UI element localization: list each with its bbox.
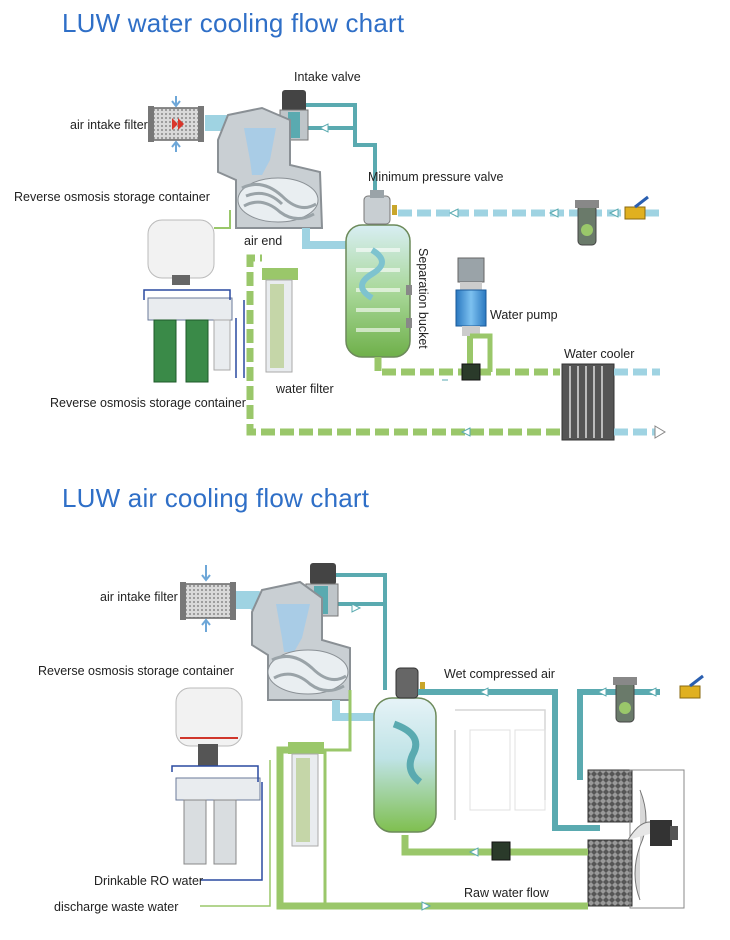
flow-arrows <box>318 123 619 437</box>
compressed-air-pipe <box>302 228 350 249</box>
ball-valve <box>624 195 649 220</box>
label-air-intake-filter-air: air intake filter <box>100 590 178 604</box>
label-raw-water-flow: Raw water flow <box>464 886 549 900</box>
label-water-filter: water filter <box>276 382 334 396</box>
water-cooler <box>561 363 666 441</box>
label-minimum-pressure-valve: Minimum pressure valve <box>368 170 504 184</box>
label-ro-container-top: Reverse osmosis storage container <box>14 190 210 204</box>
water-filter-air <box>288 742 324 847</box>
air-end <box>217 106 324 229</box>
label-intake-valve: Intake valve <box>294 70 361 84</box>
separation-bucket <box>345 224 412 358</box>
label-separation-bucket: Separation bucket <box>416 248 430 349</box>
label-air-intake-filter: air intake filter <box>70 118 148 132</box>
label-wet-compressed-air: Wet compressed air <box>444 667 555 681</box>
water-loop-pipe-air <box>401 835 588 856</box>
flow-arrows-air <box>351 603 657 911</box>
water-pump <box>455 257 487 336</box>
label-water-pump: Water pump <box>490 308 558 322</box>
water-loop-pipe <box>374 357 560 376</box>
ball-valve-air <box>679 674 704 699</box>
separation-tank-air <box>373 667 437 833</box>
water-return-pipe <box>246 254 560 436</box>
compressed-air-pipe-air <box>332 700 378 721</box>
label-air-end: air end <box>244 234 283 248</box>
label-ro-container-air: Reverse osmosis storage container <box>38 664 234 678</box>
output-filter-air <box>613 677 637 723</box>
check-valve-air <box>491 841 511 861</box>
ro-system-air <box>171 687 271 907</box>
water-cooling-chart-title: LUW water cooling flow chart <box>62 8 405 38</box>
water-filter <box>262 268 298 373</box>
label-ro-container-bottom: Reverse osmosis storage container <box>50 396 246 410</box>
label-water-cooler: Water cooler <box>564 347 635 361</box>
air-cooling-diagram <box>171 563 704 911</box>
air-cooling-chart-title: LUW air cooling flow chart <box>62 483 370 513</box>
output-filter <box>575 200 599 246</box>
air-intake-filter <box>148 96 204 152</box>
raw-water-return-pipe <box>276 746 588 910</box>
air-intake-filter-air <box>180 565 236 632</box>
label-drinkable-ro-water: Drinkable RO water <box>94 874 204 888</box>
air-cooler <box>587 769 685 909</box>
ro-system <box>143 210 245 383</box>
check-valve <box>461 363 481 381</box>
minimum-pressure-valve <box>363 190 397 225</box>
wet-air-pipe <box>418 689 600 831</box>
cooling-fan <box>627 789 678 901</box>
air-end-air <box>251 580 351 701</box>
label-discharge-waste-water: discharge waste water <box>54 900 179 914</box>
water-cooling-diagram <box>143 90 666 441</box>
